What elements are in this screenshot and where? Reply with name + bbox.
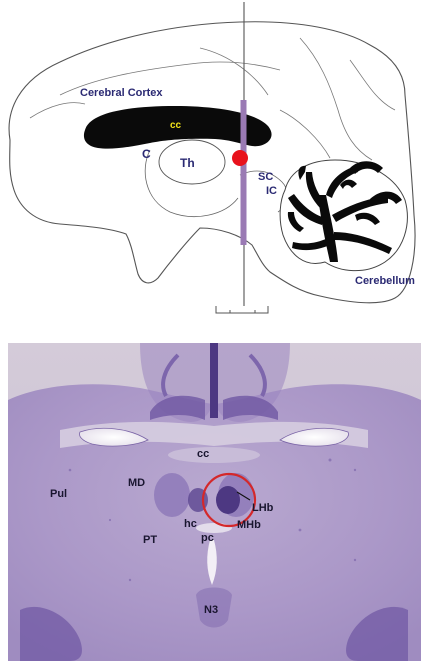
peduncle-right	[346, 606, 408, 661]
fornix	[168, 447, 260, 463]
cortical-gyrus	[161, 353, 180, 397]
label-lhb: LHb	[252, 502, 274, 514]
label-thalamus: Th	[180, 156, 195, 170]
habenula-right	[216, 486, 240, 514]
sulcus-line	[59, 61, 281, 96]
sulcus-line	[29, 102, 86, 119]
histology-section: cc MD Pul LHb MHb hc pc PT N3	[8, 343, 421, 661]
label-n3: N3	[204, 604, 218, 616]
peduncle-left	[20, 606, 82, 661]
label-cc-diagram: cc	[170, 120, 182, 131]
sulcus-line	[279, 109, 331, 159]
section-plane-bar	[240, 100, 247, 245]
label-cerebral-cortex: Cerebral Cortex	[80, 87, 163, 99]
label-mhb: MHb	[237, 519, 261, 531]
lateral-ventricle-left	[79, 427, 149, 447]
cerebellum	[279, 159, 408, 272]
lhb-location-marker	[232, 150, 248, 166]
tissue-stain-dots	[68, 458, 357, 582]
label-caudate: C	[142, 147, 151, 161]
third-ventricle	[207, 540, 217, 585]
cingulate-cortex	[223, 395, 278, 420]
n3-nucleus	[196, 587, 232, 628]
sagittal-diagram: Cerebral Cortex cc C Th SC IC Cerebellum	[8, 2, 416, 314]
label-pul: Pul	[50, 488, 67, 500]
sulcus-line	[299, 37, 373, 161]
thalamus-outline	[158, 139, 226, 185]
label-superior-colliculus: SC	[258, 171, 273, 183]
scale-bar	[215, 306, 269, 314]
label-cc-section: cc	[197, 448, 209, 460]
sulcus-line	[199, 47, 269, 96]
cingulate-cortex	[150, 395, 205, 420]
label-pc: pc	[201, 532, 214, 544]
midline-fissure	[210, 343, 218, 418]
corpus-callosum	[83, 106, 272, 149]
label-hc: hc	[184, 518, 197, 530]
label-cerebellum: Cerebellum	[355, 275, 415, 287]
label-inferior-colliculus: IC	[266, 185, 277, 197]
lateral-ventricle-right	[279, 427, 349, 447]
md-nucleus-left	[154, 473, 190, 517]
label-md: MD	[128, 477, 145, 489]
midbrain-outline	[144, 149, 239, 217]
cortical-gyrus	[248, 353, 267, 397]
lhb-highlight-circle	[201, 472, 257, 528]
sulcus-line	[349, 59, 396, 111]
label-pt: PT	[143, 534, 157, 546]
lhb-pointer-line	[236, 491, 251, 501]
